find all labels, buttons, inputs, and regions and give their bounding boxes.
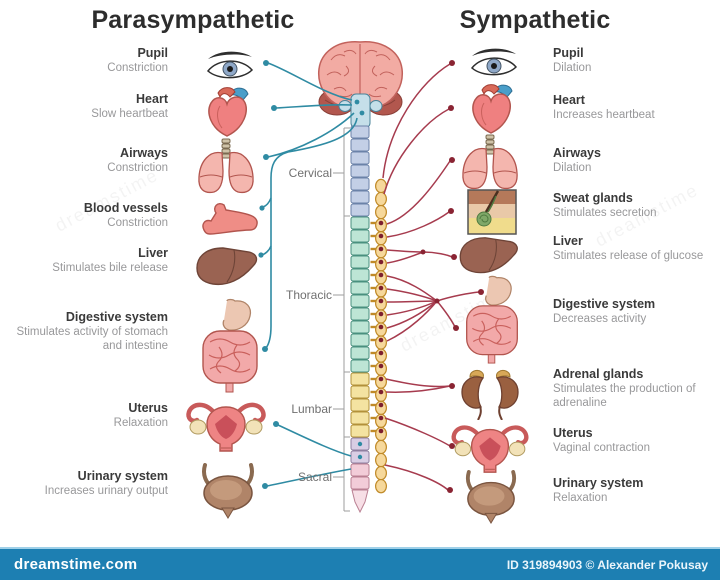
heart-icon — [462, 81, 520, 137]
organ-effect: Decreases activity — [553, 313, 647, 325]
image-credit: ID 319894903 © Alexander Pokusay — [506, 557, 708, 572]
organ-effect: Relaxation — [553, 492, 608, 504]
organ-name: Urinary system — [553, 476, 644, 490]
sympathetic-title: Sympathetic — [459, 6, 611, 34]
organ-effect: Constriction — [107, 162, 168, 174]
organ-effect: Increases heartbeat — [553, 109, 655, 121]
organ-name: Pupil — [553, 46, 584, 60]
organ-effect: Stimulates the production of adrenaline — [553, 383, 696, 409]
organ-effect: Constriction — [107, 62, 168, 74]
spine-label-sacral: Sacral — [297, 470, 332, 484]
organ-effect: Slow heartbeat — [91, 108, 168, 120]
parasympathetic-title: Parasympathetic — [91, 6, 295, 34]
eye-icon — [202, 48, 258, 84]
organ-effect: Stimulates activity of stomach and intes… — [16, 326, 168, 352]
spinal-cord-tip — [351, 489, 369, 514]
lungs-icon — [192, 137, 260, 195]
parasympathetic-nerves — [258, 60, 358, 489]
brain — [318, 41, 403, 110]
liver-icon — [193, 242, 261, 290]
spine-region-bracket — [333, 127, 350, 512]
lungs-icon — [456, 133, 524, 191]
uterus-icon — [184, 393, 268, 457]
organ-name: Uterus — [128, 401, 168, 415]
organ-effect: Stimulates bile release — [52, 262, 168, 274]
spinal-cord — [350, 125, 370, 490]
eye-icon — [466, 45, 522, 81]
bladder-icon — [197, 463, 259, 519]
organ-name: Uterus — [553, 426, 593, 440]
organ-name: Urinary system — [77, 469, 168, 483]
organ-name: Pupil — [137, 46, 168, 60]
organ-name: Airways — [553, 146, 601, 160]
organ-name: Digestive system — [65, 310, 168, 324]
organ-name: Heart — [136, 92, 168, 106]
organ-effect: Dilation — [553, 62, 592, 74]
spine-label-lumbar: Lumbar — [291, 402, 332, 416]
organ-effect: Stimulates release of glucose — [553, 250, 704, 262]
intestines-icon — [459, 274, 525, 364]
adrenal-kidneys-icon — [452, 366, 528, 420]
organ-name: Sweat glands — [553, 191, 633, 205]
sweat-gland-icon — [467, 189, 517, 235]
organ-effect: Increases urinary output — [44, 485, 168, 497]
organ-name: Liver — [553, 234, 583, 248]
intestines-icon — [197, 297, 263, 393]
organ-name: Liver — [138, 246, 168, 260]
liver-icon — [455, 232, 523, 278]
footer-bar: dreamstime.com ID 319894903 © Alexander … — [0, 547, 720, 580]
site-logo: dreamstime.com — [14, 556, 138, 573]
cerebellum — [318, 88, 403, 116]
organ-name: Airways — [120, 146, 168, 160]
organ-effect: Dilation — [553, 162, 592, 174]
brainstem — [338, 93, 383, 129]
uterus-icon — [448, 416, 532, 478]
bladder-icon — [460, 470, 522, 524]
heart-icon — [198, 84, 256, 140]
organ-effect: Relaxation — [113, 417, 168, 429]
spine-label-cervical: Cervical — [288, 166, 332, 180]
organ-effect: Vaginal contraction — [553, 442, 650, 454]
blood-vessel-icon — [197, 199, 261, 243]
organ-name: Digestive system — [553, 297, 656, 311]
organ-name: Heart — [553, 93, 585, 107]
spine-label-thoracic: Thoracic — [285, 288, 332, 302]
sympathetic-chain — [370, 178, 388, 494]
organ-name: Adrenal glands — [553, 367, 644, 381]
organ-name: Blood vessels — [83, 201, 168, 215]
organ-effect: Stimulates secretion — [553, 207, 657, 219]
organ-effect: Constriction — [107, 217, 168, 229]
